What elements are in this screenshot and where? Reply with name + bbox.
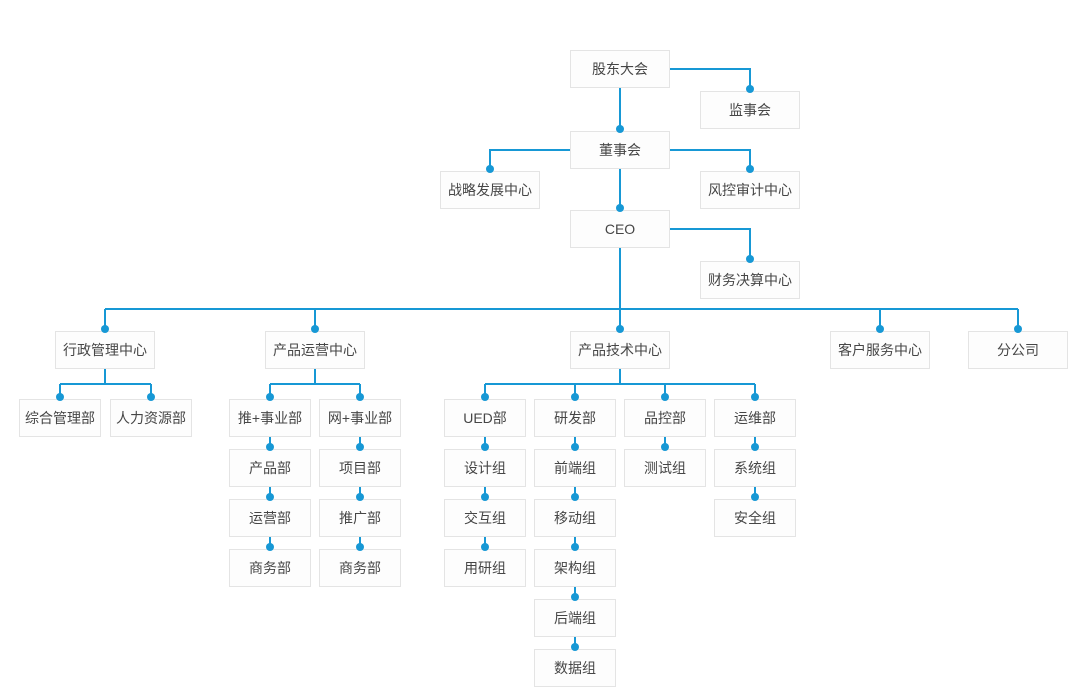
org-node-promotion-dept[interactable]: 推广部 <box>319 499 401 537</box>
org-node-hr-dept[interactable]: 人力资源部 <box>110 399 192 437</box>
org-node-ops-dept[interactable]: 运维部 <box>714 399 796 437</box>
org-node-strategy-development-center[interactable]: 战略发展中心 <box>440 171 540 209</box>
org-node-design-group[interactable]: 设计组 <box>444 449 526 487</box>
org-node-user-research-group[interactable]: 用研组 <box>444 549 526 587</box>
org-node-ceo[interactable]: CEO <box>570 210 670 248</box>
org-node-data-group[interactable]: 数据组 <box>534 649 616 687</box>
org-node-system-group[interactable]: 系统组 <box>714 449 796 487</box>
org-node-general-management-dept[interactable]: 综合管理部 <box>19 399 101 437</box>
org-node-financial-settlement-center[interactable]: 财务决算中心 <box>700 261 800 299</box>
org-node-operation-dept[interactable]: 运营部 <box>229 499 311 537</box>
org-node-mobile-group[interactable]: 移动组 <box>534 499 616 537</box>
connector-line <box>670 68 751 91</box>
org-node-supervisory-board[interactable]: 监事会 <box>700 91 800 129</box>
org-node-branch-company[interactable]: 分公司 <box>968 331 1068 369</box>
org-node-wang-plus-business-dept[interactable]: 网+事业部 <box>319 399 401 437</box>
org-node-project-dept[interactable]: 项目部 <box>319 449 401 487</box>
org-node-backend-group[interactable]: 后端组 <box>534 599 616 637</box>
org-node-board-of-directors[interactable]: 董事会 <box>570 131 670 169</box>
org-node-interaction-group[interactable]: 交互组 <box>444 499 526 537</box>
org-node-business-dept-2[interactable]: 商务部 <box>319 549 401 587</box>
org-node-product-dept[interactable]: 产品部 <box>229 449 311 487</box>
org-node-frontend-group[interactable]: 前端组 <box>534 449 616 487</box>
org-node-testing-group[interactable]: 测试组 <box>624 449 706 487</box>
org-node-product-operation-center[interactable]: 产品运营中心 <box>265 331 365 369</box>
org-node-shareholders-meeting[interactable]: 股东大会 <box>570 50 670 88</box>
org-node-customer-service-center[interactable]: 客户服务中心 <box>830 331 930 369</box>
connector-line <box>670 228 751 261</box>
org-node-tui-plus-business-dept[interactable]: 推+事业部 <box>229 399 311 437</box>
org-node-business-dept-1[interactable]: 商务部 <box>229 549 311 587</box>
org-node-quality-control-dept[interactable]: 品控部 <box>624 399 706 437</box>
org-node-admin-management-center[interactable]: 行政管理中心 <box>55 331 155 369</box>
org-node-ued-dept[interactable]: UED部 <box>444 399 526 437</box>
org-node-architecture-group[interactable]: 架构组 <box>534 549 616 587</box>
org-node-rd-dept[interactable]: 研发部 <box>534 399 616 437</box>
connector-line <box>670 149 751 171</box>
org-node-product-tech-center[interactable]: 产品技术中心 <box>570 331 670 369</box>
org-node-security-group[interactable]: 安全组 <box>714 499 796 537</box>
connector-line <box>489 149 570 171</box>
org-node-risk-audit-center[interactable]: 风控审计中心 <box>700 171 800 209</box>
